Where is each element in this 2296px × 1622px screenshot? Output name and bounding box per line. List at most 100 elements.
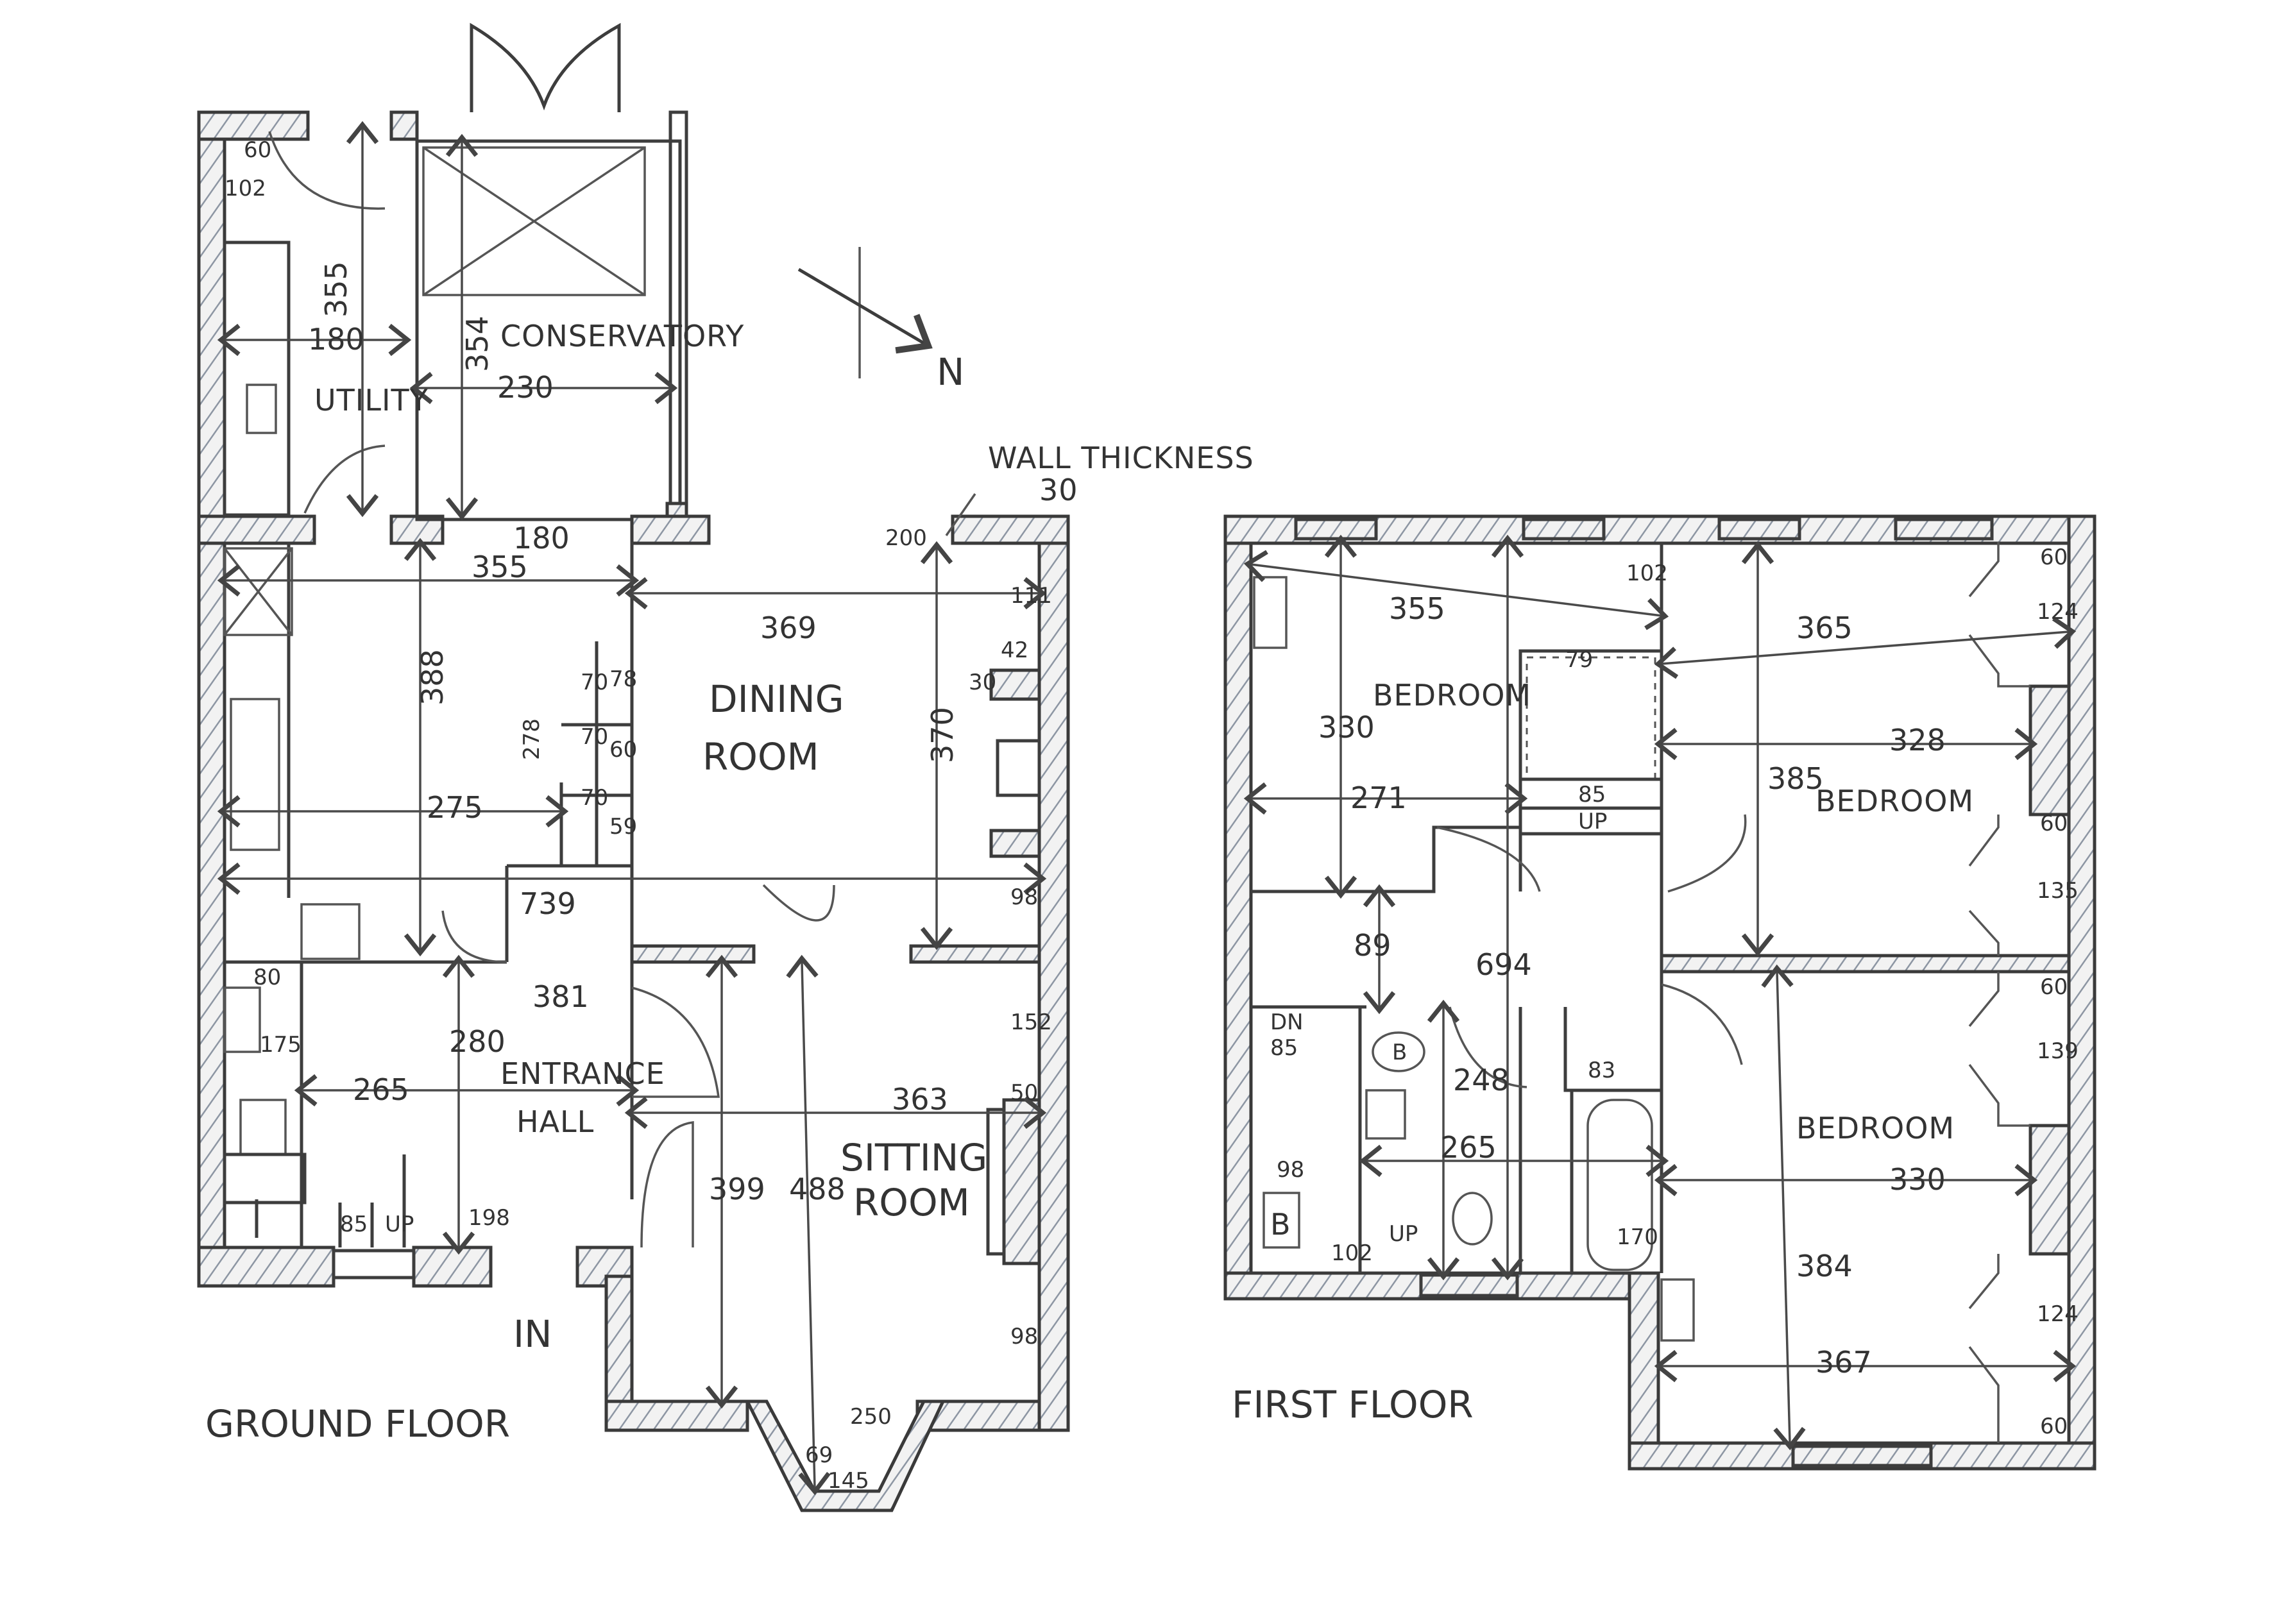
hob	[300, 903, 361, 960]
dim-label: 102	[1626, 561, 1668, 586]
dim-label: 60	[2040, 1414, 2068, 1439]
bedroom-basin	[1253, 576, 1288, 649]
dim-label: 102	[225, 176, 266, 201]
dim-label: 488	[789, 1172, 846, 1206]
dim-label: 83	[1588, 1058, 1615, 1083]
room-label-bedroom-3: BEDROOM	[1796, 1111, 1955, 1145]
dim-label: 248	[1453, 1063, 1509, 1097]
bath	[1586, 1099, 1653, 1271]
north-arrow	[797, 247, 933, 378]
french-doors	[470, 22, 621, 112]
first-floor-title: FIRST FLOOR	[1232, 1383, 1474, 1426]
dim-label: 98	[1010, 1324, 1038, 1349]
dim-label: 180	[513, 521, 570, 555]
dim-label: 85	[1270, 1035, 1298, 1061]
dim-label: 152	[1010, 1010, 1052, 1035]
dim-label: 363	[892, 1082, 948, 1117]
dim-label: 60	[2040, 545, 2068, 570]
dim-label: UP	[1389, 1221, 1418, 1247]
dim-label: 50	[1010, 1080, 1038, 1106]
dim-label: 250	[850, 1404, 892, 1430]
boiler	[1263, 1192, 1300, 1249]
door-swing	[268, 131, 386, 210]
ground-floor-title: GROUND FLOOR	[205, 1402, 510, 1446]
dim-label: 385	[1767, 761, 1824, 796]
wall-thickness-label: WALL THICKNESS	[988, 441, 1254, 475]
toilet	[1452, 1192, 1493, 1246]
bay-window	[744, 1399, 946, 1512]
dim-label: 85	[340, 1212, 368, 1237]
dim-label: 694	[1475, 947, 1532, 982]
dim-label: 200	[885, 525, 927, 551]
bidet-label: B	[1392, 1040, 1407, 1065]
dim-label: 399	[709, 1172, 765, 1206]
dim-label: 70	[581, 670, 608, 695]
dim-label: 175	[260, 1032, 302, 1058]
dim-label: 111	[1010, 583, 1052, 609]
dim-label: 78	[609, 666, 637, 692]
wall	[197, 110, 310, 141]
dim-label: DN	[1270, 1010, 1304, 1035]
dim-label: 367	[1816, 1345, 1872, 1380]
dim-label: 230	[497, 370, 554, 405]
dim-label: 330	[1318, 710, 1375, 745]
room-label-hall: ENTRANCE	[500, 1056, 665, 1091]
dim-label: 79	[1565, 647, 1593, 673]
dim-label: 80	[253, 965, 281, 990]
room-label-sitting: SITTING	[840, 1136, 987, 1179]
dim-label: UP	[385, 1212, 414, 1237]
dim-label: 30	[969, 670, 996, 695]
dim-label: 145	[828, 1468, 869, 1494]
dim-label: 124	[2037, 1301, 2079, 1327]
sink	[246, 384, 277, 434]
dim-label: 280	[449, 1024, 506, 1059]
dim-label: 85	[1578, 782, 1606, 807]
skylight	[422, 146, 646, 296]
dim-label: 355	[1389, 591, 1445, 626]
dim-label: 328	[1889, 723, 1946, 757]
dim-label: 59	[609, 814, 637, 840]
room-label-dining: DINING	[709, 677, 844, 721]
cupboard	[1526, 656, 1656, 781]
dim-label: UP	[1578, 809, 1607, 834]
room-label-utility: UTILITY	[314, 383, 429, 418]
dim-label: 369	[760, 611, 817, 645]
wc-basin	[223, 986, 261, 1053]
first-floor	[1223, 514, 2096, 1471]
basin	[1365, 1089, 1406, 1140]
dim-label: 355	[319, 261, 353, 317]
room-label-bedroom-2: BEDROOM	[1816, 784, 1974, 818]
room-label-hall-2: HALL	[516, 1104, 594, 1139]
dim-label: 98	[1277, 1157, 1304, 1183]
dim-label: 354	[460, 316, 495, 372]
dim-label: 102	[1331, 1240, 1373, 1266]
dim-label: 265	[1440, 1130, 1497, 1165]
dim-label: 330	[1889, 1162, 1946, 1197]
bedroom3-basin	[1660, 1278, 1695, 1342]
dim-label: 271	[1350, 781, 1407, 815]
dim-label: 355	[472, 550, 528, 584]
bidet	[1372, 1031, 1425, 1072]
dim-label: 60	[2040, 811, 2068, 836]
room-label-sitting-2: ROOM	[853, 1181, 970, 1224]
dim-label: 265	[353, 1072, 409, 1107]
wall-thickness-value: 30	[1039, 473, 1078, 507]
dim-label: 98	[1010, 884, 1038, 910]
dim-label: 124	[2037, 599, 2079, 625]
entry-label: IN	[513, 1312, 552, 1356]
wall	[197, 110, 226, 1288]
north-label: N	[937, 350, 964, 394]
dim-label: 70	[581, 785, 608, 811]
dim-label: 60	[2040, 974, 2068, 1000]
dim-label: 278	[519, 718, 545, 760]
dim-label: 739	[520, 886, 576, 921]
dim-label: 135	[2037, 878, 2079, 904]
boiler-label: B	[1270, 1207, 1291, 1242]
dim-label: 381	[532, 979, 589, 1014]
dim-label: 275	[427, 790, 483, 825]
sink-unit	[230, 698, 280, 851]
room-label-conservatory: CONSERVATORY	[500, 319, 744, 353]
wc-toilet	[239, 1099, 287, 1156]
dim-label: 365	[1796, 611, 1853, 645]
